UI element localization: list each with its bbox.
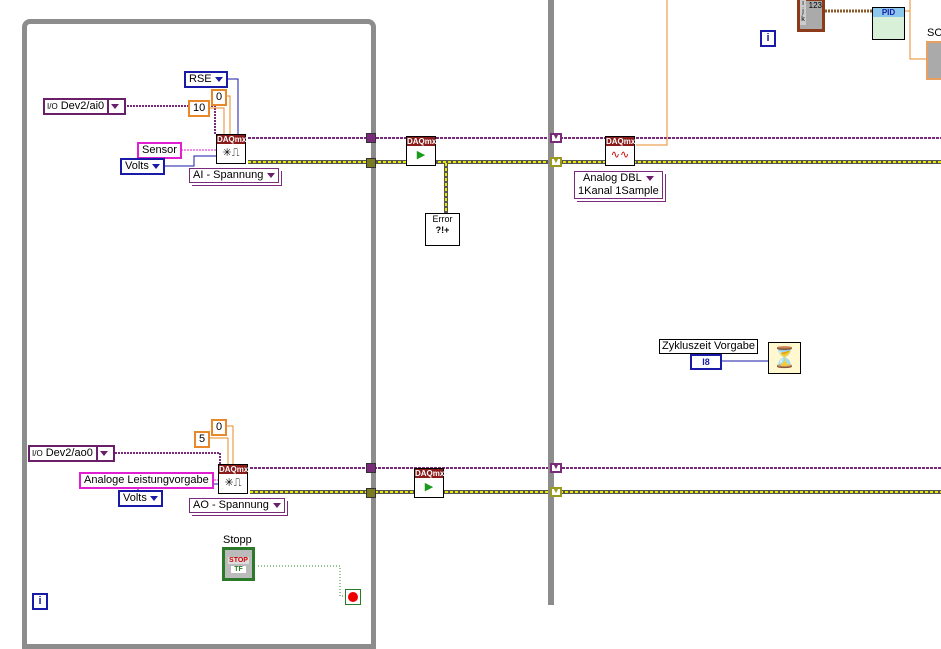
- start-icon: ▶: [416, 149, 426, 161]
- loop-iteration-terminal-bottom: i: [32, 593, 48, 610]
- units-ring-ai[interactable]: Volts: [120, 158, 165, 175]
- dropdown-arrow-icon: [645, 175, 654, 181]
- so-indicator: [926, 41, 941, 80]
- wire-layer: [106, 0, 941, 597]
- dropdown-arrow-icon: [95, 447, 110, 460]
- channel-value: Dev2/ao0: [45, 447, 93, 459]
- terminal-config-ring[interactable]: RSE: [184, 71, 228, 88]
- io-icon: I/O: [32, 449, 43, 458]
- terminal-config-wire: [226, 78, 239, 135]
- stop-condition-icon: [348, 592, 358, 602]
- name-constant-ao[interactable]: Analoge Leistungvorgabe: [79, 472, 214, 489]
- stop-type: TF: [231, 566, 246, 573]
- terminal-config-value: RSE: [189, 73, 212, 85]
- polymorphic-line-1: Analog DBL: [583, 172, 642, 184]
- min-wire-ao: [208, 437, 229, 465]
- so-label: SO: [927, 27, 941, 39]
- dropdown-arrow-icon: [151, 163, 160, 169]
- node-header: DAQmx: [415, 469, 445, 478]
- error-sequence-local-ao: ▼: [550, 487, 562, 497]
- units-value: Volts: [125, 160, 149, 172]
- error-label: Error: [432, 214, 453, 224]
- io-icon: I/O: [47, 102, 58, 111]
- array-value: 123: [808, 1, 822, 10]
- read-value-wire: [636, 0, 668, 146]
- task-sequence-local: ▼: [550, 133, 562, 143]
- stop-label: Stopp: [223, 534, 252, 546]
- name-constant-ai[interactable]: Sensor: [137, 142, 182, 159]
- channel-wire-ao: [106, 452, 221, 465]
- node-header: DAQmx: [407, 137, 437, 146]
- max-value-constant-ao[interactable]: 0: [211, 419, 228, 436]
- task-tunnel-ai: [366, 133, 376, 143]
- sequence-frame-divider: [548, 0, 554, 605]
- dropdown-arrow-icon: [214, 76, 223, 82]
- polymorphic-selector-ai[interactable]: AI - Spannung: [189, 168, 280, 183]
- error-icon: ?!+: [435, 225, 450, 235]
- create-channel-icon: ✳⎍: [224, 477, 242, 489]
- channel-constant-ai[interactable]: I/O Dev2/ai0: [43, 98, 127, 115]
- stop-text: STOP: [228, 557, 249, 564]
- cycle-time-label: Zykluszeit Vorgabe: [659, 339, 758, 354]
- node-header: DAQmx: [606, 137, 636, 146]
- wait-metronome-icon[interactable]: ⏳: [768, 342, 801, 374]
- create-channel-node-ai[interactable]: DAQmx ✳⎍: [216, 134, 246, 164]
- error-handler-node[interactable]: Error?!+: [425, 213, 460, 246]
- channel-constant-ao[interactable]: I/O Dev2/ao0: [28, 445, 115, 462]
- error-tunnel-ai: [366, 158, 376, 168]
- loop-condition-terminal: [345, 589, 361, 605]
- stop-wire: [258, 565, 346, 597]
- dropdown-arrow-icon: [149, 495, 158, 501]
- loop-iteration-terminal: i: [760, 30, 776, 47]
- dropdown-arrow-icon: [272, 502, 281, 508]
- task-tunnel-ao: [366, 463, 376, 473]
- max-wire-ao: [225, 425, 234, 465]
- units-ring-ao[interactable]: Volts: [118, 490, 163, 507]
- dropdown-arrow-icon: [107, 100, 121, 113]
- max-value-constant-ai[interactable]: 0: [211, 89, 228, 106]
- pid-label: PID: [873, 8, 904, 17]
- node-header: DAQmx: [217, 135, 247, 144]
- min-wire-ai: [208, 107, 225, 135]
- create-channel-node-ao[interactable]: DAQmx ✳⎍: [218, 464, 248, 494]
- min-value-constant-ai[interactable]: 10: [188, 100, 211, 117]
- polymorphic-line-2: 1Kanal 1Sample: [578, 185, 659, 197]
- min-value-constant-ao[interactable]: 5: [194, 431, 211, 448]
- array-index-labels: i j k: [800, 0, 806, 25]
- cycle-time-control[interactable]: I8: [690, 354, 722, 370]
- error-tunnel-ao: [366, 488, 376, 498]
- polymorphic-value: AO - Spannung: [193, 499, 269, 511]
- create-channel-icon: ✳⎍: [222, 147, 240, 159]
- error-sequence-local: ▼: [550, 157, 562, 167]
- polymorphic-selector-ao[interactable]: AO - Spannung: [189, 498, 285, 513]
- read-icon: ∿∿: [610, 149, 630, 161]
- units-wire-ai: [162, 155, 216, 167]
- dropdown-arrow-icon: [267, 172, 276, 178]
- channel-value: Dev2/ai0: [60, 100, 105, 112]
- start-icon: ▶: [424, 481, 434, 493]
- pid-node[interactable]: PID: [872, 7, 905, 40]
- start-task-node-ao[interactable]: DAQmx ▶: [414, 468, 444, 498]
- polymorphic-value: AI - Spannung: [193, 169, 264, 181]
- task-sequence-local-ao: ▼: [550, 463, 562, 473]
- start-task-node-ai[interactable]: DAQmx ▶: [406, 136, 436, 166]
- units-value: Volts: [123, 492, 147, 504]
- channel-wire-ai: [118, 105, 216, 135]
- node-header: DAQmx: [219, 465, 249, 474]
- stop-button[interactable]: STOP TF: [222, 547, 255, 581]
- pid-output-wire: [903, 10, 928, 60]
- read-node[interactable]: DAQmx ∿∿: [605, 136, 635, 166]
